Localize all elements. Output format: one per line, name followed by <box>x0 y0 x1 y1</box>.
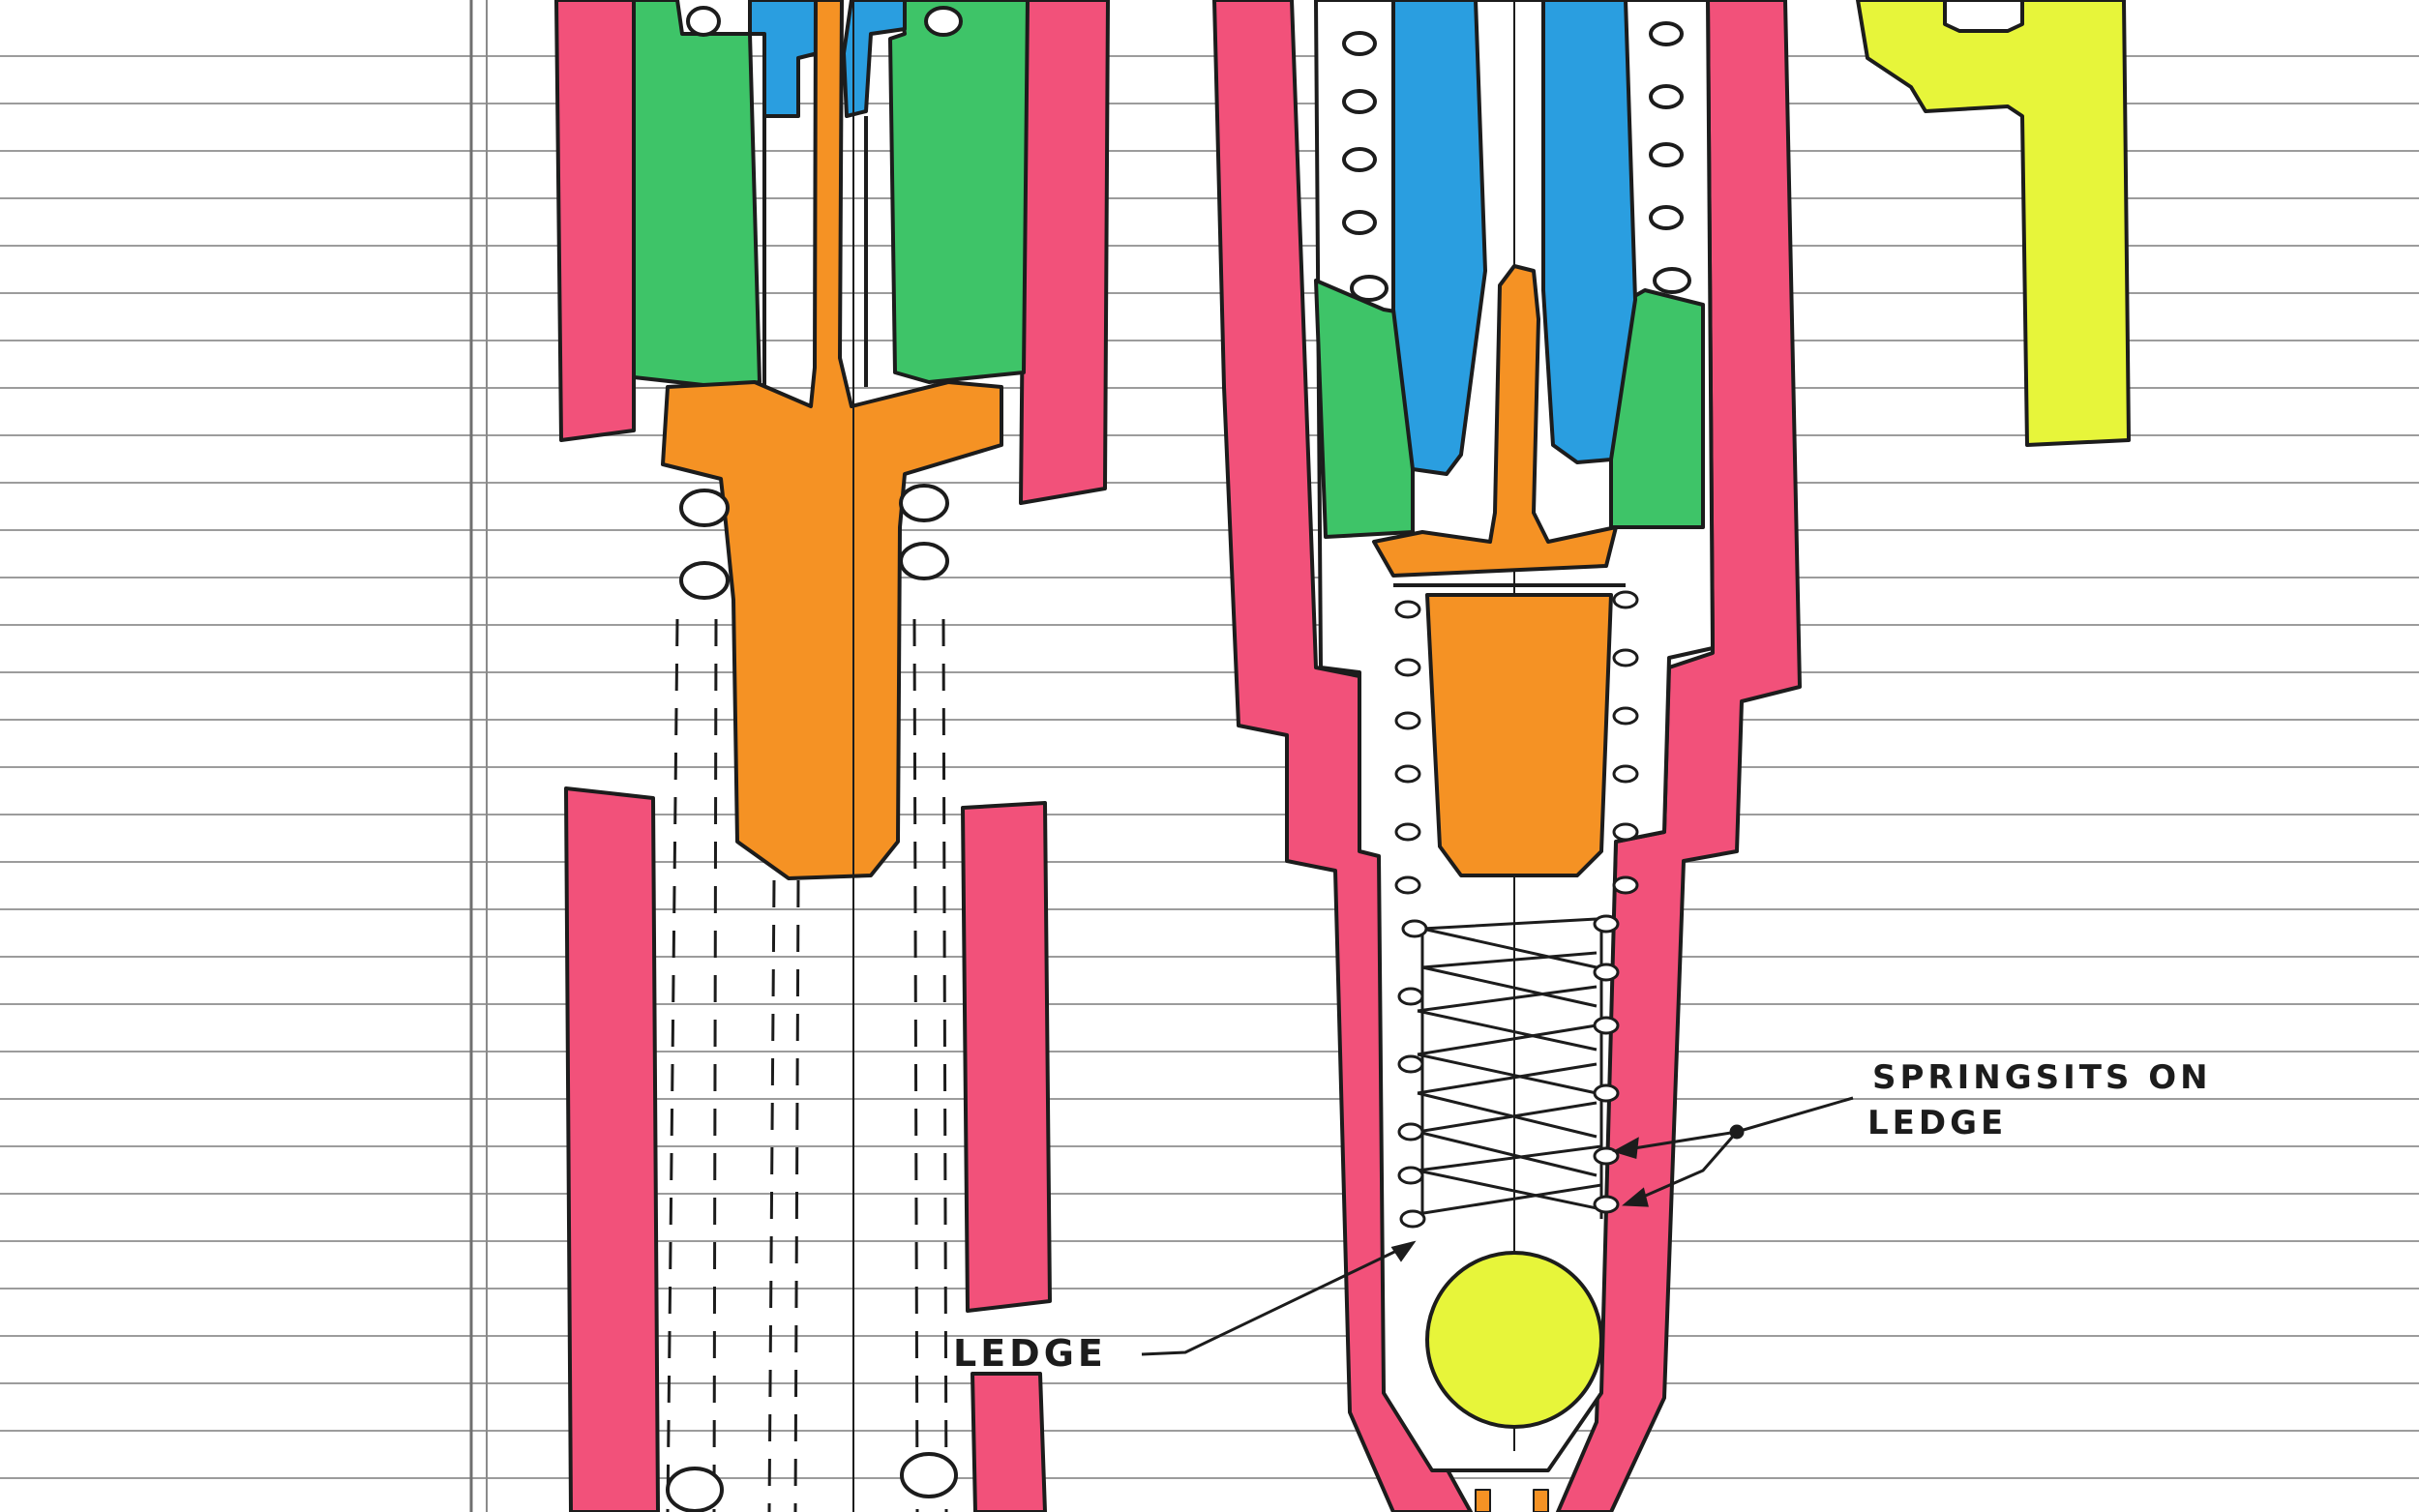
left-lower-housing-left <box>564 786 660 1512</box>
right-assembly <box>1212 0 1802 1512</box>
right-cup-spring <box>1394 590 1639 895</box>
annotation-springs-sit-on: SPRINGSITS ON <box>1872 1058 2212 1097</box>
ledge-leader <box>1141 1241 1414 1356</box>
left-lower-housing-right <box>961 801 1052 1313</box>
left-green-sleeve-right <box>888 0 1030 384</box>
right-upper-spring <box>1342 21 1691 302</box>
bracket-body <box>1856 0 2131 447</box>
left-bore-dashes <box>666 618 948 1512</box>
right-orange-stem <box>1372 264 1618 578</box>
left-lower-housing-right-stub <box>971 1372 1047 1512</box>
ruled-lines <box>0 55 2419 1479</box>
right-blue-piston-right <box>1541 0 1637 464</box>
right-check-ball <box>1425 1251 1603 1429</box>
right-orange-cup <box>1425 593 1613 877</box>
left-green-sleeve-left <box>632 0 762 389</box>
springs-arrowhead-2 <box>1622 1187 1649 1207</box>
springs-leader-dot <box>1729 1124 1745 1140</box>
ledge-arrowhead <box>1390 1240 1417 1262</box>
annotations <box>1141 1096 1854 1356</box>
bracket-slot <box>1943 0 2024 33</box>
left-upper-housing-right <box>1019 0 1110 505</box>
springs-arrowhead-1 <box>1612 1137 1639 1159</box>
left-assembly <box>554 0 1110 1512</box>
right-main-spring-ends <box>1397 914 1620 1229</box>
top-right-bracket <box>1856 0 2131 447</box>
left-upper-housing-left <box>554 0 636 442</box>
annotation-springs-ledge: LEDGE <box>1867 1104 2007 1142</box>
left-orange-plunger <box>661 0 1003 880</box>
left-bearing-balls <box>666 6 963 1512</box>
springs-leader-2 <box>1625 1131 1739 1206</box>
right-outlet-nubs <box>1475 1489 1549 1512</box>
right-blue-piston-left <box>1391 0 1487 476</box>
left-blue-piece-right <box>842 0 907 118</box>
right-green-sleeve-right <box>1609 288 1705 529</box>
annotation-ledge: LEDGE <box>953 1332 1107 1375</box>
